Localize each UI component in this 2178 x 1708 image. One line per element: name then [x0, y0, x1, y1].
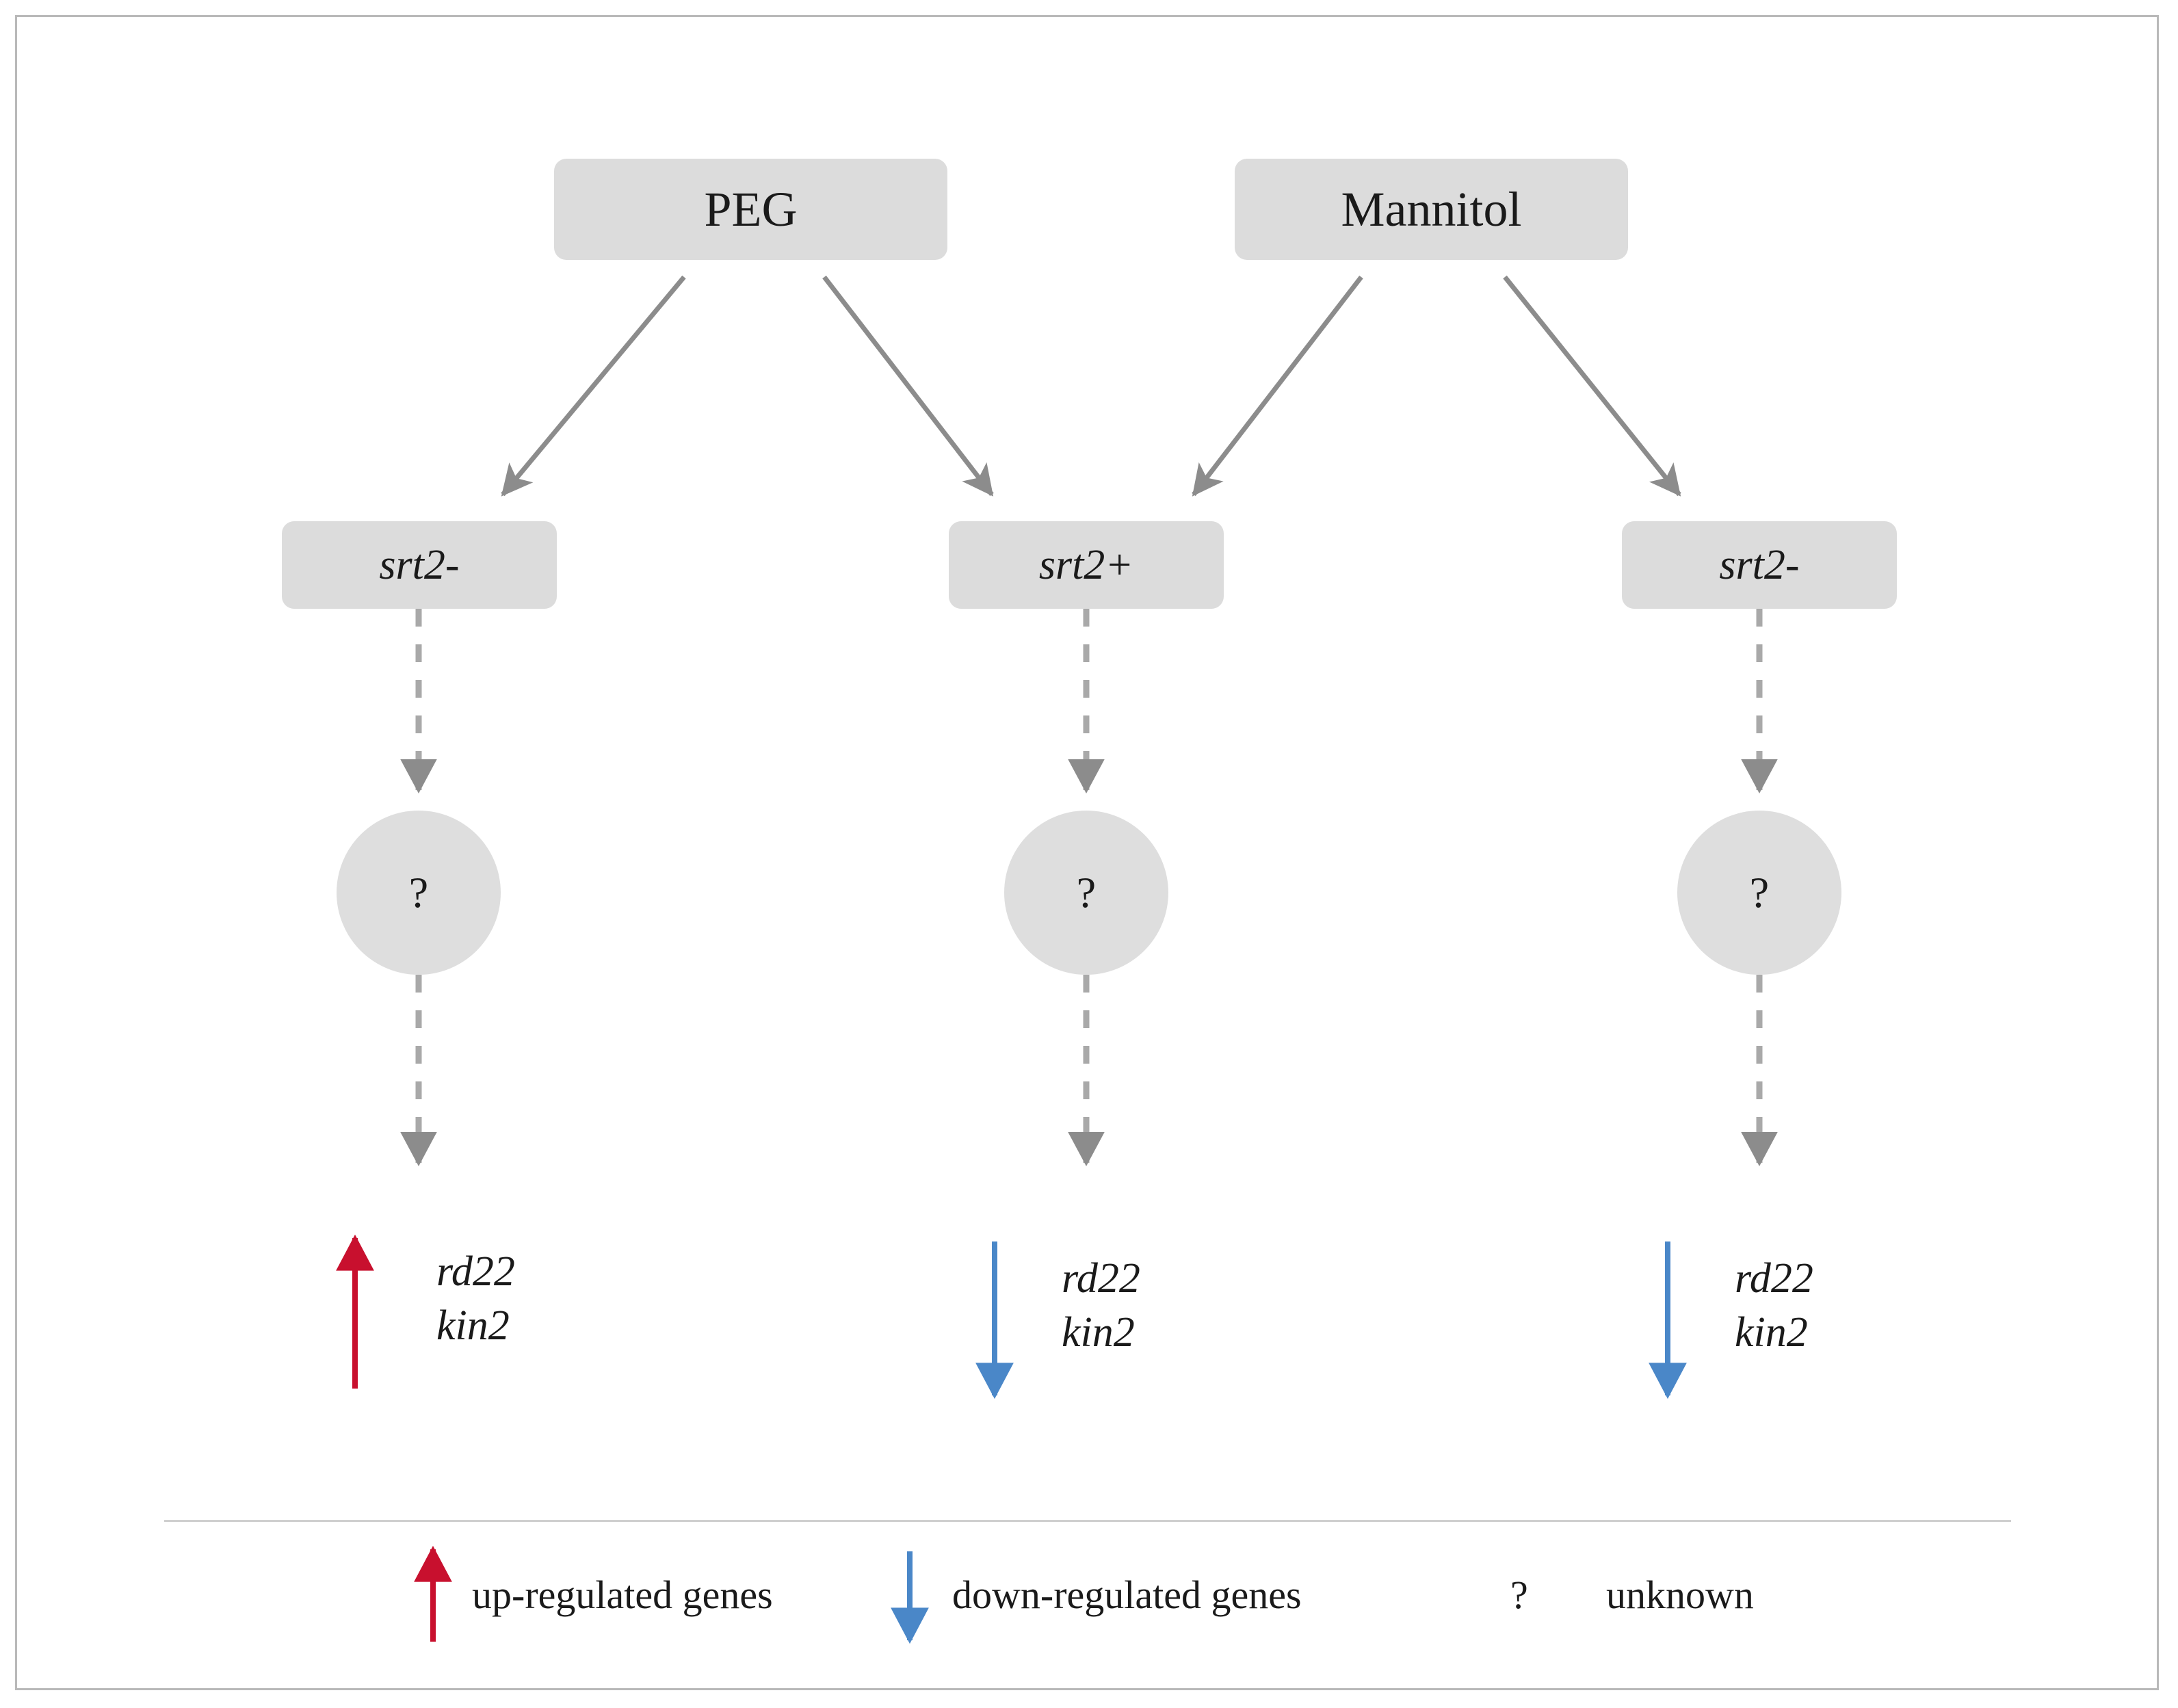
legend-divider [164, 1520, 2011, 1522]
legend-label-unknown: unknown [1606, 1573, 1754, 1617]
unknown-node-middle[interactable]: ? [1004, 811, 1168, 975]
node-mannitol-label: Mannitol [1341, 181, 1522, 237]
node-genotype-middle[interactable]: srt2+ [949, 521, 1224, 609]
unknown-node-middle-label: ? [1076, 868, 1097, 917]
node-genotype-middle-label: srt2+ [1038, 541, 1134, 588]
unknown-node-left[interactable]: ? [337, 811, 501, 975]
unknown-node-right[interactable]: ? [1677, 811, 1841, 975]
unknown-node-left-label: ? [408, 868, 429, 917]
gene-labels-middle: rd22 kin2 [1062, 1255, 1140, 1356]
node-genotype-left-label: srt2- [379, 541, 460, 588]
node-mannitol[interactable]: Mannitol [1235, 159, 1628, 260]
node-genotype-left[interactable]: srt2- [282, 521, 557, 609]
node-peg[interactable]: PEG [554, 159, 947, 260]
gene-labels-left: rd22 kin2 [436, 1248, 515, 1350]
legend-question-mark-icon: ? [1510, 1573, 1528, 1617]
unknown-node-right-label: ? [1749, 868, 1770, 917]
node-genotype-right-label: srt2- [1719, 541, 1800, 588]
legend-label-up-regulated: up-regulated genes [472, 1573, 773, 1617]
gene-labels-right: rd22 kin2 [1735, 1255, 1813, 1356]
legend-label-down-regulated: down-regulated genes [952, 1573, 1302, 1617]
node-peg-label: PEG [704, 181, 798, 237]
node-genotype-right[interactable]: srt2- [1622, 521, 1897, 609]
